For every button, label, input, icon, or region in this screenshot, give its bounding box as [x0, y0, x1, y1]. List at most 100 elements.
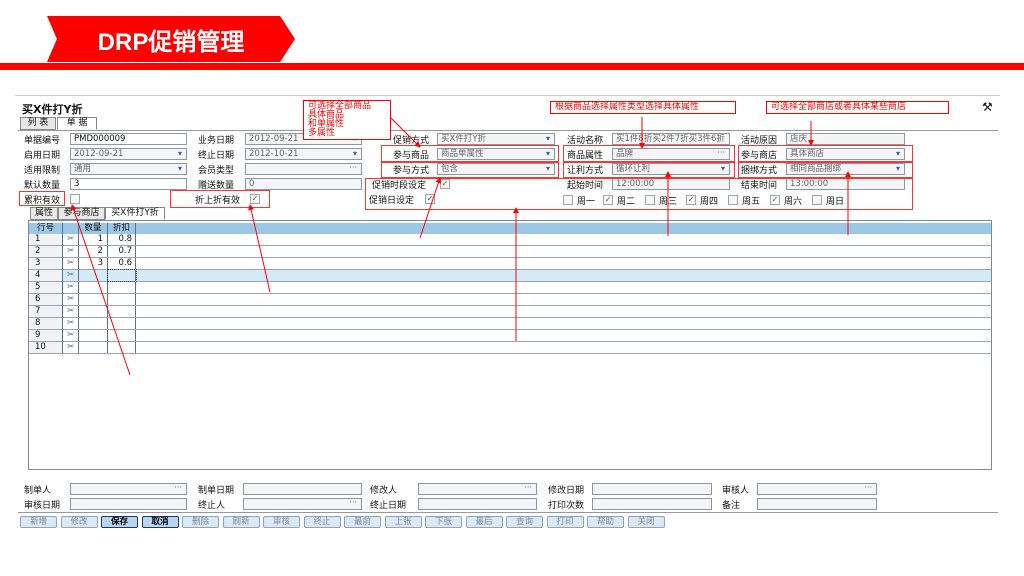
checkbox[interactable] — [70, 194, 80, 204]
quantity-cell[interactable]: 3 — [79, 258, 108, 269]
weekday-checkbox[interactable]: ✓ — [603, 195, 613, 205]
row-edit-icon[interactable]: ✂ — [63, 258, 79, 269]
subtab[interactable]: 买X件打Y折 — [105, 207, 165, 220]
discount-cell[interactable] — [108, 342, 136, 353]
footer-input[interactable] — [757, 483, 877, 495]
quantity-cell[interactable] — [79, 318, 108, 329]
row-edit-icon[interactable]: ✂ — [63, 282, 79, 293]
toolbar-button-5[interactable]: 刷新 — [222, 516, 260, 528]
table-row[interactable]: 9✂ — [29, 330, 991, 342]
footer-input[interactable] — [70, 498, 187, 510]
row-edit-icon[interactable]: ✂ — [63, 342, 79, 353]
toolbar-button-0[interactable]: 新增 — [20, 516, 57, 528]
quantity-cell[interactable] — [79, 294, 108, 305]
toolbar-button-6[interactable]: 审核 — [263, 516, 300, 528]
table-row[interactable]: 7✂ — [29, 306, 991, 318]
field-dd-input[interactable]: 循环让利 — [612, 163, 730, 175]
discount-cell[interactable]: 0.7 — [108, 246, 136, 257]
weekday-checkbox[interactable] — [728, 195, 738, 205]
discount-cell[interactable]: 0.6 — [108, 258, 136, 269]
discount-cell[interactable] — [108, 306, 136, 317]
field-dd-input[interactable]: 2012-10-21 — [245, 148, 362, 160]
weekday-checkbox[interactable] — [645, 195, 655, 205]
toolbar-button-3[interactable]: 取消 — [141, 516, 179, 528]
tab-list[interactable]: 列 表 — [20, 117, 56, 130]
row-edit-icon[interactable]: ✂ — [63, 306, 79, 317]
discount-cell[interactable] — [108, 282, 136, 293]
toolbar-button-1[interactable]: 修改 — [60, 516, 98, 528]
discount-cell[interactable] — [107, 269, 137, 282]
toolbar-button-12[interactable]: 查询 — [506, 516, 543, 528]
field-text-input[interactable]: PMD000009 — [70, 133, 187, 145]
quantity-cell[interactable] — [79, 342, 108, 353]
discount-cell[interactable] — [108, 294, 136, 305]
row-edit-icon[interactable]: ✂ — [63, 270, 79, 281]
field-dd-input[interactable]: 2012-09-21 — [70, 148, 187, 160]
table-row[interactable]: 6✂ — [29, 294, 991, 306]
footer-input[interactable] — [592, 483, 712, 495]
footer-input[interactable] — [243, 498, 362, 510]
field-dots-input[interactable]: 品牌 — [612, 148, 730, 160]
table-row[interactable]: 4✂ — [29, 269, 991, 282]
toolbar-button-15[interactable]: 关闭 — [627, 516, 665, 528]
quantity-cell[interactable]: 2 — [79, 246, 108, 257]
field-dots-input[interactable] — [245, 163, 362, 175]
quantity-cell[interactable] — [79, 270, 108, 281]
footer-input[interactable] — [757, 498, 877, 510]
column-header[interactable]: 行号 — [29, 223, 63, 234]
toolbar-button-2[interactable]: 保存 — [101, 516, 138, 528]
row-edit-icon[interactable]: ✂ — [63, 330, 79, 341]
toolbar-button-4[interactable]: 删除 — [182, 516, 219, 528]
toolbar-button-9[interactable]: 上张 — [384, 516, 422, 528]
quantity-cell[interactable]: 1 — [79, 234, 108, 245]
weekday-checkbox[interactable] — [812, 195, 822, 205]
tab-document[interactable]: 单 据 — [57, 117, 97, 130]
footer-input[interactable] — [592, 498, 712, 510]
field-dd-input[interactable]: 商品单属性 — [437, 148, 555, 160]
tools-icon[interactable]: ⚒ — [982, 100, 993, 114]
checkbox[interactable]: ✓ — [440, 179, 450, 189]
field-text-input[interactable]: 0 — [245, 178, 362, 190]
table-row[interactable]: 10✂ — [29, 342, 991, 354]
toolbar-button-13[interactable]: 打印 — [546, 516, 584, 528]
field-text-input[interactable]: 店庆 — [786, 133, 905, 145]
quantity-cell[interactable] — [79, 330, 108, 341]
field-dd-input[interactable]: 买X件打Y折 — [437, 133, 555, 145]
subtab[interactable]: 参与商店 — [58, 207, 105, 220]
column-header[interactable]: 数量 — [79, 223, 108, 234]
weekday-checkbox[interactable] — [563, 195, 573, 205]
footer-input[interactable] — [243, 483, 362, 495]
field-dd-input[interactable]: 通用 — [70, 163, 187, 175]
checkbox[interactable]: ✓ — [250, 194, 260, 204]
quantity-cell[interactable] — [79, 282, 108, 293]
field-dd-input[interactable]: 包含 — [437, 163, 555, 175]
toolbar-button-10[interactable]: 下张 — [425, 516, 462, 528]
field-dd-input[interactable]: 具体商店 — [786, 148, 905, 160]
column-header[interactable] — [63, 223, 79, 234]
row-edit-icon[interactable]: ✂ — [63, 294, 79, 305]
discount-cell[interactable] — [108, 330, 136, 341]
field-text-input[interactable]: 3 — [70, 178, 187, 190]
checkbox[interactable]: ✓ — [425, 194, 435, 204]
toolbar-button-11[interactable]: 最后 — [465, 516, 503, 528]
toolbar-button-8[interactable]: 最前 — [344, 516, 381, 528]
table-row[interactable]: 5✂ — [29, 282, 991, 294]
footer-input[interactable] — [418, 483, 537, 495]
row-edit-icon[interactable]: ✂ — [63, 234, 79, 245]
column-header[interactable]: 折扣 — [108, 223, 136, 234]
toolbar-button-14[interactable]: 帮助 — [587, 516, 624, 528]
row-edit-icon[interactable]: ✂ — [63, 246, 79, 257]
table-row[interactable]: 8✂ — [29, 318, 991, 330]
footer-input[interactable] — [70, 483, 187, 495]
weekday-checkbox[interactable]: ✓ — [686, 195, 696, 205]
discount-cell[interactable]: 0.8 — [108, 234, 136, 245]
footer-input[interactable] — [418, 498, 537, 510]
discount-cell[interactable] — [108, 318, 136, 329]
subtab[interactable]: 属性 — [30, 207, 58, 220]
weekday-checkbox[interactable]: ✓ — [770, 195, 780, 205]
toolbar-button-7[interactable]: 终止 — [303, 516, 341, 528]
quantity-cell[interactable] — [79, 306, 108, 317]
